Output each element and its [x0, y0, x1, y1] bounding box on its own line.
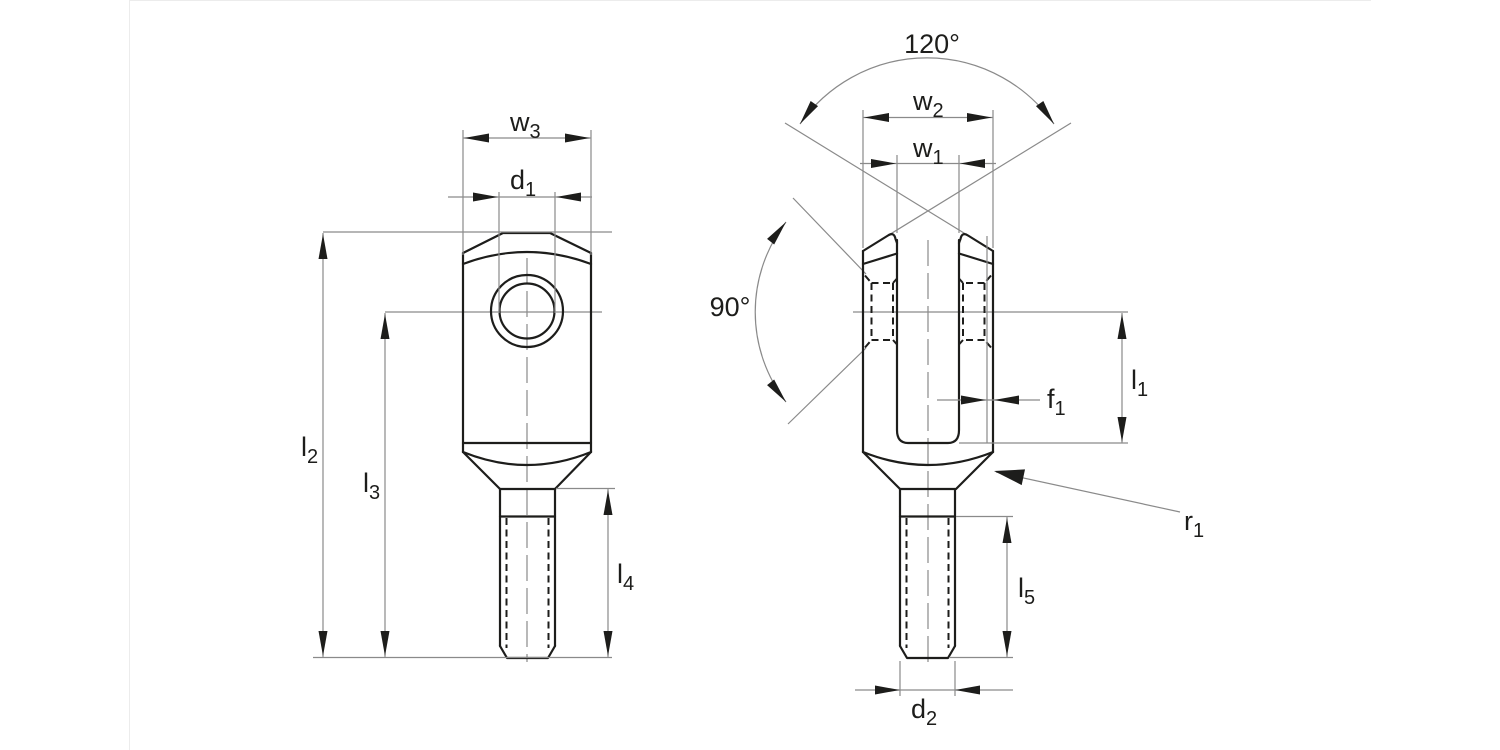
thread-root-hidden-lines-front — [905, 518, 950, 648]
angle-arc-120 — [799, 57, 1055, 125]
dimension-arrow — [994, 395, 1019, 405]
hidden-hole-left-prong — [864, 274, 898, 349]
dimension-arrow — [380, 314, 390, 339]
leader-arrow — [992, 463, 1026, 486]
dim-label-w1: w1 — [912, 133, 944, 169]
dimension-arrow — [864, 113, 889, 122]
stud-tip-chamfer-front — [898, 644, 957, 660]
dimension-arrow — [1117, 314, 1127, 339]
side-view: w3 d1 l2 l3 l4 — [301, 107, 634, 662]
hidden-hole-right-prong — [958, 274, 992, 349]
fork-outer-edges — [861, 249, 995, 454]
dimension-arrow — [473, 192, 498, 202]
bore-chamfer-circle — [489, 273, 565, 349]
dimension-arrow — [767, 379, 790, 405]
body-bottom-chamfers — [461, 450, 593, 491]
front-view-dimensions — [855, 110, 1181, 696]
dim-label-w3: w3 — [509, 107, 541, 143]
countersink-angle-dimension — [754, 197, 867, 425]
front-view: 120° w2 w1 90° f1 l1 r1 l5 d2 — [710, 29, 1205, 730]
body-top-chamfer — [461, 231, 593, 255]
dim-label-l5: l5 — [1018, 573, 1035, 609]
dimension-arrow — [380, 631, 390, 656]
dim-label-l1: l1 — [1131, 365, 1148, 401]
side-view-stud — [498, 487, 557, 660]
d2-extension-lines — [899, 661, 956, 696]
dimension-arrow — [955, 685, 980, 695]
left-prong-top-chamfer — [861, 233, 899, 253]
dimension-arrow — [1117, 417, 1127, 442]
angle-arc-90 — [754, 221, 787, 403]
dimension-arrow — [960, 159, 985, 168]
angle-construction-lines — [784, 122, 1072, 237]
fork-bottom-band — [861, 450, 995, 467]
hidden-cross-hole — [864, 274, 992, 349]
angle-label-90: 90° — [710, 292, 751, 322]
body-side-edges — [461, 251, 593, 454]
dimension-arrow — [967, 113, 992, 122]
dimension-arrow — [318, 631, 328, 656]
countersink-construction-lines — [787, 197, 867, 425]
dimension-arrow — [1035, 100, 1058, 127]
w3-extension-lines — [462, 130, 592, 255]
dimension-arrow — [464, 133, 489, 143]
dim-label-l4: l4 — [617, 559, 634, 595]
fork-slot — [895, 238, 961, 445]
body-top-band — [461, 250, 593, 266]
dimension-arrow — [767, 219, 790, 245]
l5-extension-lines — [949, 515, 1013, 659]
dimension-arrow — [318, 234, 328, 259]
d1-extension-lines — [498, 192, 556, 313]
dimension-arrow — [603, 490, 613, 515]
dimension-arrow — [871, 159, 896, 168]
dimension-arrow — [556, 192, 581, 202]
dimension-arrow — [565, 133, 590, 143]
dim-label-d1: d1 — [510, 165, 536, 201]
dim-label-l2: l2 — [301, 432, 318, 468]
w1-extension-lines — [896, 155, 960, 233]
stud-sides-front — [898, 487, 957, 648]
thread-root-hidden-lines — [505, 518, 550, 648]
dimension-arrow — [1002, 631, 1012, 656]
dim-label-l3: l3 — [363, 468, 380, 504]
body-bottom-band — [461, 450, 593, 467]
dimension-arrow — [875, 685, 900, 695]
fork-bottom-chamfers — [861, 450, 995, 491]
stud-sides — [498, 487, 557, 648]
front-view-fork-outline — [861, 233, 995, 491]
r1-leader-line — [995, 471, 1181, 513]
w2-extension-lines — [862, 110, 994, 248]
panel-border — [129, 0, 1371, 750]
top-chamfer-angle-dimension — [784, 57, 1072, 237]
dimension-arrow — [796, 100, 819, 127]
dim-label-d2: d2 — [911, 694, 937, 730]
dimension-arrow — [1002, 518, 1012, 543]
dimension-arrow — [961, 395, 986, 405]
angle-label-120: 120° — [904, 29, 960, 59]
right-prong-top-chamfer — [957, 233, 995, 253]
dim-label-f1: f1 — [1047, 384, 1066, 420]
dim-label-w2: w2 — [912, 86, 944, 122]
dim-label-r1: r1 — [1184, 506, 1204, 542]
side-view-dimensions — [313, 130, 615, 659]
dimension-arrow — [603, 631, 613, 656]
front-view-stud — [898, 487, 957, 660]
